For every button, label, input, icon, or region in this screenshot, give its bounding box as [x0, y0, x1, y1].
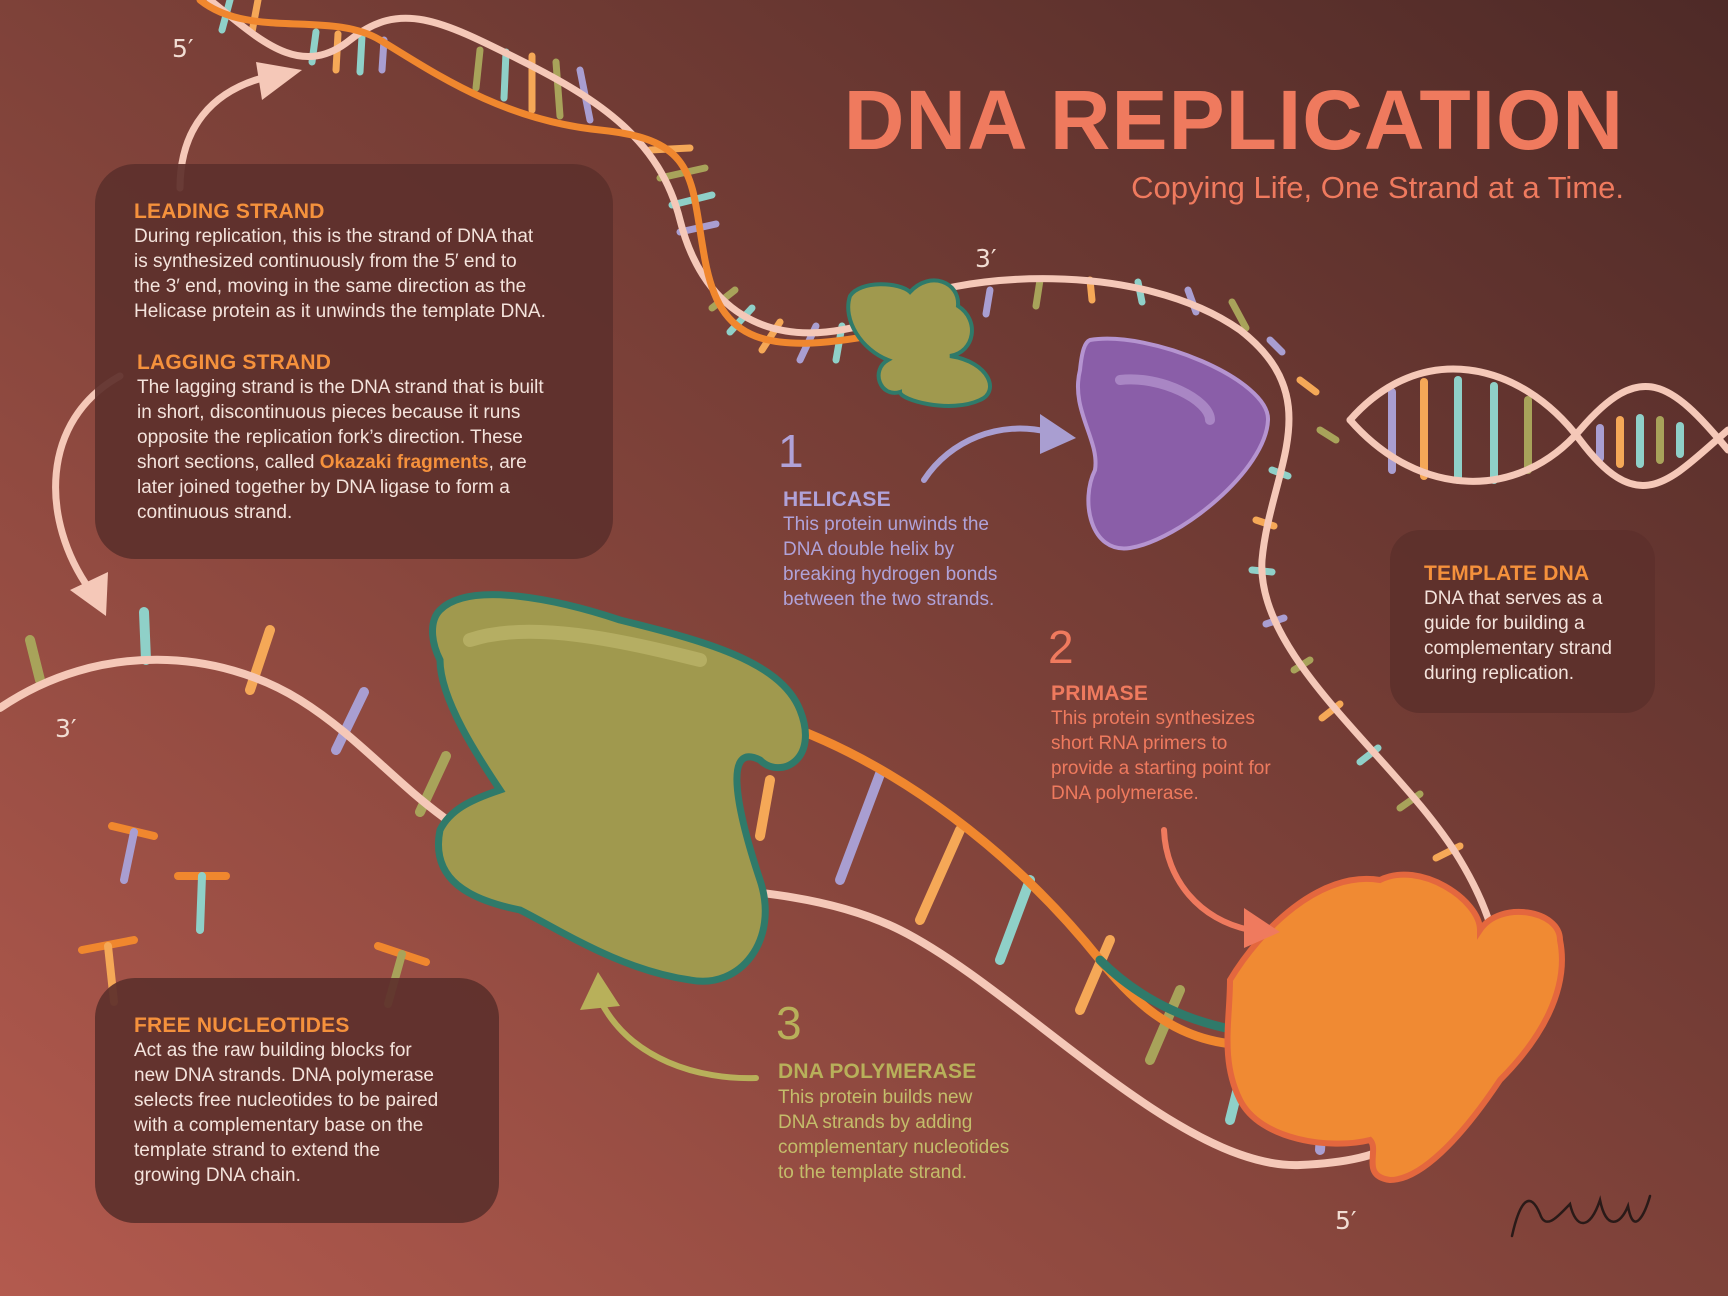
ligase-protein	[1224, 871, 1565, 1184]
top-helix	[196, 0, 904, 364]
template-dna-heading: TEMPLATE DNA	[1424, 562, 1590, 585]
lagging-strand-text: The lagging strand is the DNA strand tha…	[137, 375, 597, 525]
nucleotides-text-line: selects free nucleotides to be paired	[134, 1090, 439, 1111]
nucleotides-text-line: template strand to extend the	[134, 1140, 381, 1161]
nucleotides-text-line: with a complementary base on the	[134, 1115, 424, 1136]
template-text-line: DNA that serves as a	[1424, 588, 1603, 609]
polymerase-heading: DNA POLYMERASE	[778, 1060, 977, 1083]
strand-info-panel	[95, 164, 613, 559]
leading-text-line: is synthesized continuously from the 5′ …	[134, 251, 517, 272]
helicase-text-line: This protein unwinds the	[783, 514, 989, 535]
helicase-heading: HELICASE	[783, 488, 891, 511]
primase-heading: PRIMASE	[1051, 682, 1149, 705]
nucleotides-text-line: Act as the raw building blocks for	[134, 1040, 412, 1061]
polymerase-text-line: This protein builds new	[778, 1087, 973, 1108]
end-label-top-left: 5′	[172, 34, 194, 63]
helicase-text-line: DNA double helix by	[783, 539, 955, 560]
lagging-text-line: opposite the replication fork’s directio…	[137, 427, 523, 448]
template-text-line: during replication.	[1424, 663, 1574, 684]
polymerase-text-line: DNA strands by adding	[778, 1112, 973, 1133]
lagging-text-line: in short, discontinuous pieces because i…	[137, 402, 521, 423]
lagging-text-fragment: short sections, called	[137, 452, 320, 473]
free-nucleotides-panel	[95, 978, 499, 1223]
free-nucleotides-text: Act as the raw building blocks for new D…	[134, 1038, 438, 1188]
leading-strand-text: During replication, this is the strand o…	[134, 224, 594, 324]
lagging-text-fragment: , are	[488, 452, 527, 473]
page-title: DNA REPLICATION	[843, 73, 1624, 167]
lagging-text-line: short sections, called Okazaki fragments…	[137, 450, 597, 475]
primase-number: 2	[1048, 621, 1074, 673]
primase-text-line: This protein synthesizes	[1051, 708, 1255, 729]
primase-text-line: short RNA primers to	[1051, 733, 1228, 754]
polymerase-text-line: complementary nucleotides	[778, 1137, 1010, 1158]
polymerase-text-line: to the template strand.	[778, 1162, 968, 1183]
helicase-text-line: breaking hydrogen bonds	[783, 564, 998, 585]
leading-text-line: the 3′ end, moving in the same direction…	[134, 276, 527, 297]
lagging-text-line: later joined together by DNA ligase to f…	[137, 477, 510, 498]
leading-text-line: Helicase protein as it unwinds the templ…	[134, 301, 546, 322]
helicase-text: This protein unwinds the DNA double heli…	[783, 512, 997, 612]
lagging-strand-heading: LAGGING STRAND	[137, 351, 332, 374]
polymerase-text: This protein builds new DNA strands by a…	[778, 1085, 1009, 1185]
primase-text: This protein synthesizes short RNA prime…	[1051, 706, 1271, 806]
template-text-line: guide for building a	[1424, 613, 1585, 634]
template-dna-text: DNA that serves as a guide for building …	[1424, 586, 1612, 686]
template-dna-panel	[1390, 530, 1655, 713]
helicase-number: 1	[778, 425, 804, 477]
nucleotides-text-line: new DNA strands. DNA polymerase	[134, 1065, 434, 1086]
primase-text-line: DNA polymerase.	[1051, 783, 1199, 804]
parent-helix	[1346, 365, 1728, 489]
page-subtitle: Copying Life, One Strand at a Time.	[1131, 170, 1624, 205]
lagging-text-line: The lagging strand is the DNA strand tha…	[137, 377, 544, 398]
helicase-protein	[846, 278, 992, 408]
primase-protein	[1076, 336, 1271, 551]
dna-polymerase-protein	[429, 591, 809, 985]
template-strand	[876, 275, 1502, 1044]
leading-strand-heading: LEADING STRAND	[134, 200, 325, 223]
okazaki-fragments-highlight: Okazaki fragments	[319, 452, 489, 473]
lagging-text-line: continuous strand.	[137, 502, 293, 523]
template-text-line: complementary strand	[1424, 638, 1612, 659]
polymerase-number: 3	[776, 997, 802, 1049]
leading-text-line: During replication, this is the strand o…	[134, 226, 534, 247]
helicase-text-line: between the two strands.	[783, 589, 995, 610]
primase-text-line: provide a starting point for	[1051, 758, 1271, 779]
artist-signature	[1510, 1194, 1652, 1238]
end-label-left: 3′	[55, 714, 77, 743]
end-label-bottom: 5′	[1335, 1206, 1357, 1235]
nucleotides-text-line: growing DNA chain.	[134, 1165, 301, 1186]
end-label-top-middle: 3′	[975, 244, 997, 273]
free-nucleotides-heading: FREE NUCLEOTIDES	[134, 1014, 350, 1037]
